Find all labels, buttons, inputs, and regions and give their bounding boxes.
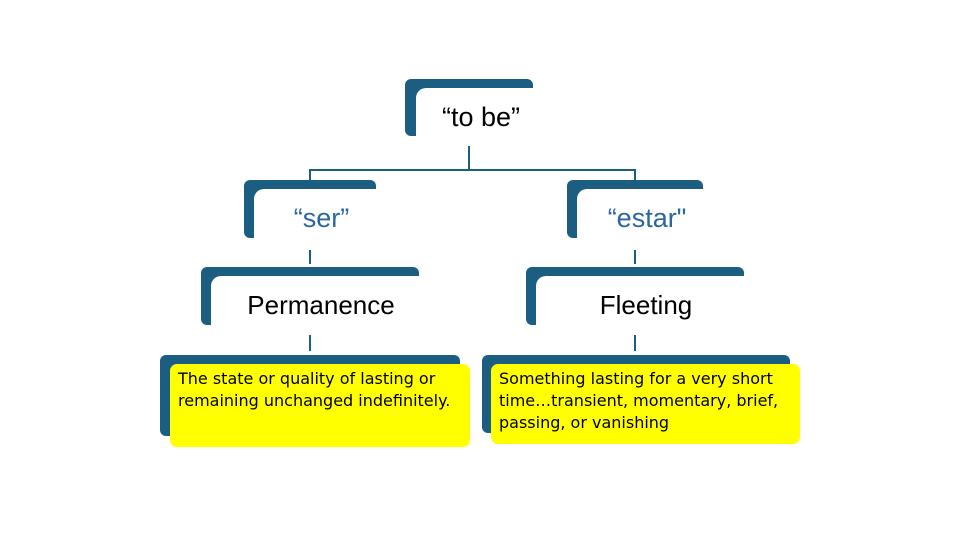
connector-right-down: [634, 169, 636, 181]
permanence-definition: The state or quality of lasting or remai…: [170, 364, 470, 447]
permanence-label: Permanence: [211, 276, 431, 334]
connector-root-down: [468, 146, 470, 170]
connector-fleeting-definition: [634, 335, 636, 351]
connector-horizontal: [309, 169, 636, 171]
ser-label: “ser”: [254, 189, 389, 247]
connector-ser-permanence: [309, 250, 311, 264]
connector-left-down: [309, 169, 311, 181]
connector-estar-fleeting: [634, 250, 636, 264]
connector-permanence-definition: [309, 335, 311, 351]
fleeting-label: Fleeting: [536, 276, 756, 334]
root-label: “to be”: [416, 88, 546, 146]
estar-label: “estar": [577, 189, 717, 247]
fleeting-definition: Something lasting for a very short time……: [491, 364, 800, 444]
